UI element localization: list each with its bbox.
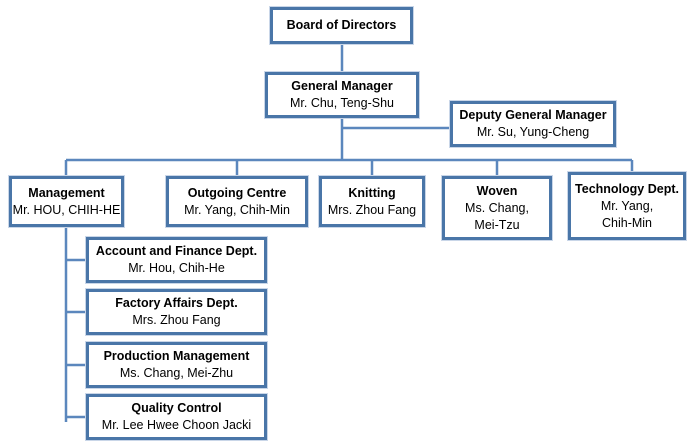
dept-name: Mrs. Zhou Fang (327, 202, 417, 217)
dept-title: Technology Dept. (575, 181, 679, 196)
general-manager-box: General Manager Mr. Chu, Teng-Shu (265, 72, 419, 118)
dept-name: Mr. Yang, Chih-Min (184, 202, 290, 217)
sub-name: Ms. Chang, Mei-Zhu (119, 366, 234, 380)
sub-title: Quality Control (131, 401, 222, 415)
dept-name-line-1: Ms. Chang, (465, 200, 529, 215)
dept-title: Knitting (348, 185, 396, 200)
sub-factory-affairs-box: Factory Affairs Dept. Mrs. Zhou Fang (86, 289, 267, 335)
dept-outgoing-centre-box: Outgoing Centre Mr. Yang, Chih-Min (166, 176, 308, 227)
gm-name: Mr. Chu, Teng-Shu (290, 96, 394, 110)
dept-title: Woven (476, 183, 518, 198)
dept-name-line-1: Mr. Yang, (600, 198, 654, 213)
dept-technology-box: Technology Dept. Mr. Yang, Chih-Min (568, 172, 686, 240)
sub-name: Mrs. Zhou Fang (132, 313, 221, 327)
gm-title: General Manager (291, 79, 393, 93)
board-title: Board of Directors (286, 18, 397, 32)
dgm-name: Mr. Su, Yung-Cheng (476, 125, 590, 139)
sub-name: Mr. Lee Hwee Choon Jacki (101, 418, 252, 432)
sub-name: Mr. Hou, Chih-He (128, 261, 225, 275)
dept-title: Outgoing Centre (187, 185, 287, 200)
dept-name-line-2: Chih-Min (601, 215, 652, 230)
sub-title: Account and Finance Dept. (95, 244, 258, 258)
deputy-general-manager-box: Deputy General Manager Mr. Su, Yung-Chen… (450, 101, 616, 147)
sub-account-finance-box: Account and Finance Dept. Mr. Hou, Chih-… (86, 237, 267, 283)
sub-quality-control-box: Quality Control Mr. Lee Hwee Choon Jacki (86, 394, 267, 440)
dept-title: Management (28, 185, 105, 200)
sub-production-management-box: Production Management Ms. Chang, Mei-Zhu (86, 342, 267, 388)
dept-management-box: Management Mr. HOU, CHIH-HE (9, 176, 124, 227)
dept-knitting-box: Knitting Mrs. Zhou Fang (319, 176, 425, 227)
dept-name-line-2: Mei-Tzu (474, 217, 520, 232)
board-of-directors-box: Board of Directors (270, 7, 413, 44)
dgm-title: Deputy General Manager (459, 108, 607, 122)
sub-title: Factory Affairs Dept. (115, 296, 238, 310)
dept-name: Mr. HOU, CHIH-HE (12, 202, 121, 217)
sub-title: Production Management (103, 349, 250, 363)
dept-woven-box: Woven Ms. Chang, Mei-Tzu (442, 176, 552, 240)
